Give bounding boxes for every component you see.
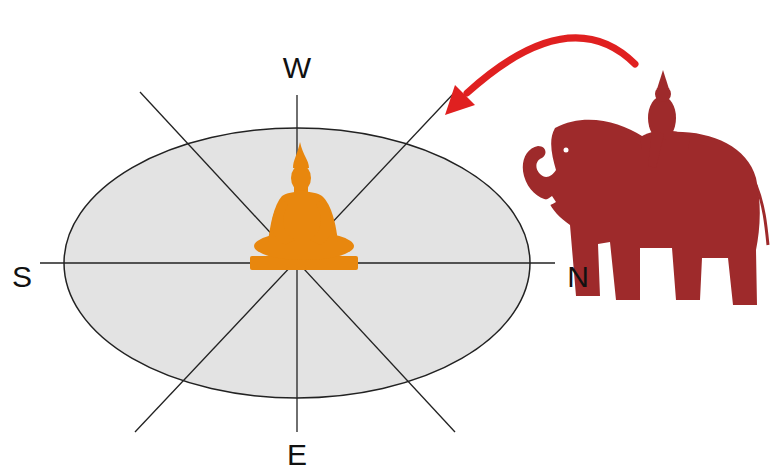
buddha-figure: [250, 142, 358, 270]
compass-direction: W: [283, 53, 311, 83]
compass-direction: N: [567, 262, 589, 292]
compass-direction: S: [12, 262, 32, 292]
curved-arrow: [445, 38, 635, 115]
elephant-rider: [523, 70, 768, 305]
compass-lines: [40, 92, 555, 432]
compass-direction: E: [287, 440, 307, 470]
